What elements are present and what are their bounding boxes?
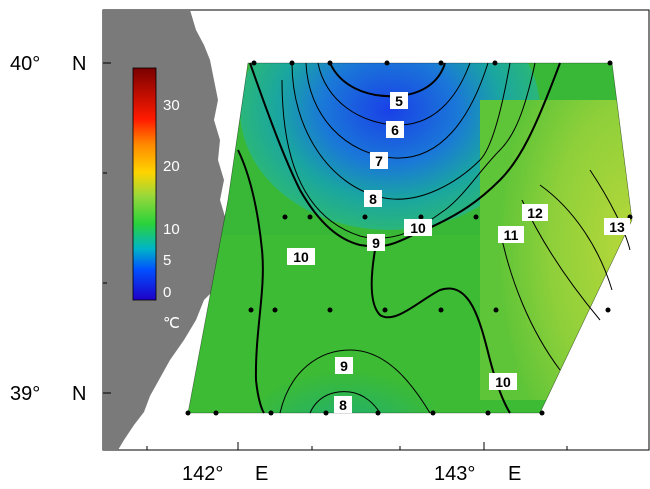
contour-label: 10 bbox=[287, 248, 315, 265]
lat-label-hem: N bbox=[72, 383, 86, 405]
svg-text:11: 11 bbox=[504, 227, 519, 243]
svg-text:6: 6 bbox=[391, 122, 399, 138]
temperature-field bbox=[188, 63, 632, 413]
lon-label-hem: E bbox=[255, 463, 268, 485]
color-bar-tick: 5 bbox=[163, 252, 171, 269]
color-bar-tick: 10 bbox=[163, 221, 180, 238]
lon-axis-labels: 142° E 143° E bbox=[182, 463, 521, 485]
axis-ticks bbox=[103, 62, 568, 450]
lon-label-deg: 142° bbox=[182, 463, 223, 485]
lon-label-hem: E bbox=[508, 463, 521, 485]
svg-text:10: 10 bbox=[293, 249, 309, 265]
svg-text:9: 9 bbox=[340, 358, 348, 374]
svg-text:9: 9 bbox=[372, 235, 380, 251]
lat-label-deg: 40° bbox=[10, 53, 40, 75]
contour-label: 10 bbox=[404, 219, 432, 236]
contour-label: 7 bbox=[370, 152, 388, 169]
svg-text:12: 12 bbox=[527, 205, 543, 221]
contour-label: 8 bbox=[364, 190, 382, 207]
svg-text:10: 10 bbox=[495, 374, 511, 390]
contour-label: 11 bbox=[498, 226, 524, 243]
lat-axis-labels: 40° N 39° N bbox=[10, 53, 86, 405]
color-bar-unit: ℃ bbox=[163, 315, 180, 332]
svg-text:13: 13 bbox=[609, 219, 625, 235]
station-markers bbox=[185, 60, 633, 416]
svg-text:5: 5 bbox=[395, 93, 403, 109]
color-bar-tick: 30 bbox=[163, 97, 180, 114]
contour-label: 6 bbox=[386, 121, 404, 138]
contour-label: 9 bbox=[335, 357, 353, 374]
cold-core-region bbox=[240, 63, 540, 230]
svg-text:8: 8 bbox=[369, 191, 377, 207]
contour-label: 13 bbox=[604, 218, 630, 235]
contour-label-group: 5 6 7 8 9 10 10 11 12 13 10 9 8 bbox=[287, 92, 630, 413]
contour-label: 12 bbox=[522, 204, 548, 221]
lat-label-deg: 39° bbox=[10, 383, 40, 405]
color-bar-tick: 20 bbox=[163, 158, 180, 175]
color-bar-tick: 0 bbox=[163, 284, 171, 301]
lon-label-deg: 143° bbox=[434, 463, 475, 485]
contour-label: 8 bbox=[334, 396, 352, 413]
contour-label: 10 bbox=[489, 373, 517, 390]
contour-label: 5 bbox=[390, 92, 408, 109]
svg-text:8: 8 bbox=[339, 397, 347, 413]
svg-text:7: 7 bbox=[375, 153, 383, 169]
svg-text:10: 10 bbox=[410, 220, 426, 236]
color-bar: 30 20 10 5 0 ℃ bbox=[132, 67, 180, 332]
contour-label: 9 bbox=[367, 234, 385, 251]
lat-label-hem: N bbox=[72, 53, 86, 75]
color-bar-gradient bbox=[132, 67, 157, 301]
